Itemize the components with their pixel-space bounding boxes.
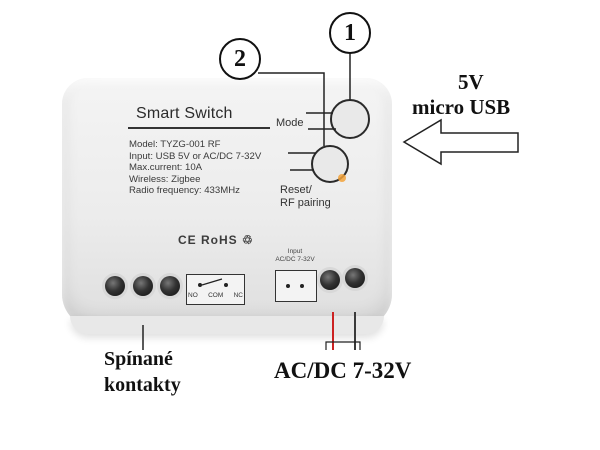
power-label: AC/DC 7-32V	[274, 358, 412, 383]
title-underline	[128, 127, 270, 129]
callout-2-leader	[258, 72, 325, 146]
callout-1: 1	[329, 12, 371, 54]
arrow-left-icon	[402, 118, 519, 166]
power-wire-red	[332, 312, 334, 350]
contacts-label-line2: kontakty	[104, 374, 181, 396]
input-label-line2: AC/DC 7-32V	[275, 256, 315, 263]
relay-label-com: COM	[208, 292, 224, 299]
spec-current: Max.current: 10A	[129, 162, 203, 174]
reset-label-line2: RF pairing	[280, 197, 331, 209]
micro-usb-label: micro USB	[412, 95, 511, 119]
input-terminal-box	[275, 270, 317, 302]
input-label-line1: Input	[287, 248, 303, 255]
relay-label-nc: NC	[233, 292, 243, 299]
screw-terminal-icon	[320, 270, 340, 290]
screw-terminal-icon	[105, 276, 125, 296]
certification-marks: CE RoHS ♲	[178, 233, 254, 247]
screw-terminal-icon	[345, 268, 365, 288]
relay-terminal-box	[186, 274, 245, 305]
spec-model: Model: TYZG-001 RF	[129, 139, 221, 150]
spec-input: Input: USB 5V or AC/DC 7-32V	[129, 150, 262, 162]
contacts-label-line1: Spínané	[104, 348, 173, 370]
screw-terminal-icon	[133, 276, 153, 296]
reset-label: Reset/ RF pairing	[280, 184, 331, 210]
callout-2: 2	[219, 38, 261, 80]
usb-voltage-label: 5V	[458, 70, 484, 94]
reset-label-line1: Reset/	[280, 184, 312, 196]
relay-labels: NO COM NC	[188, 292, 243, 299]
reset-button-icon	[311, 145, 349, 183]
screw-terminal-icon	[160, 276, 180, 296]
spec-radio: Radio frequency: 433MHz	[129, 185, 240, 197]
input-label: Input AC/DC 7-32V	[269, 248, 321, 264]
input-terminal-dot	[286, 284, 290, 288]
input-terminal-dot	[300, 284, 304, 288]
power-wire-dark	[354, 312, 356, 350]
power-pointer	[325, 341, 361, 350]
relay-label-no: NO	[188, 292, 198, 299]
spec-wireless: Wireless: Zigbee	[129, 173, 201, 185]
mode-label: Mode	[276, 117, 304, 129]
mode-button-icon	[330, 99, 370, 139]
device-title: Smart Switch	[136, 105, 233, 122]
spec-list: Model: TYZG-001 RF Input: USB 5V or AC/D…	[129, 139, 261, 197]
led-indicator	[338, 174, 346, 182]
